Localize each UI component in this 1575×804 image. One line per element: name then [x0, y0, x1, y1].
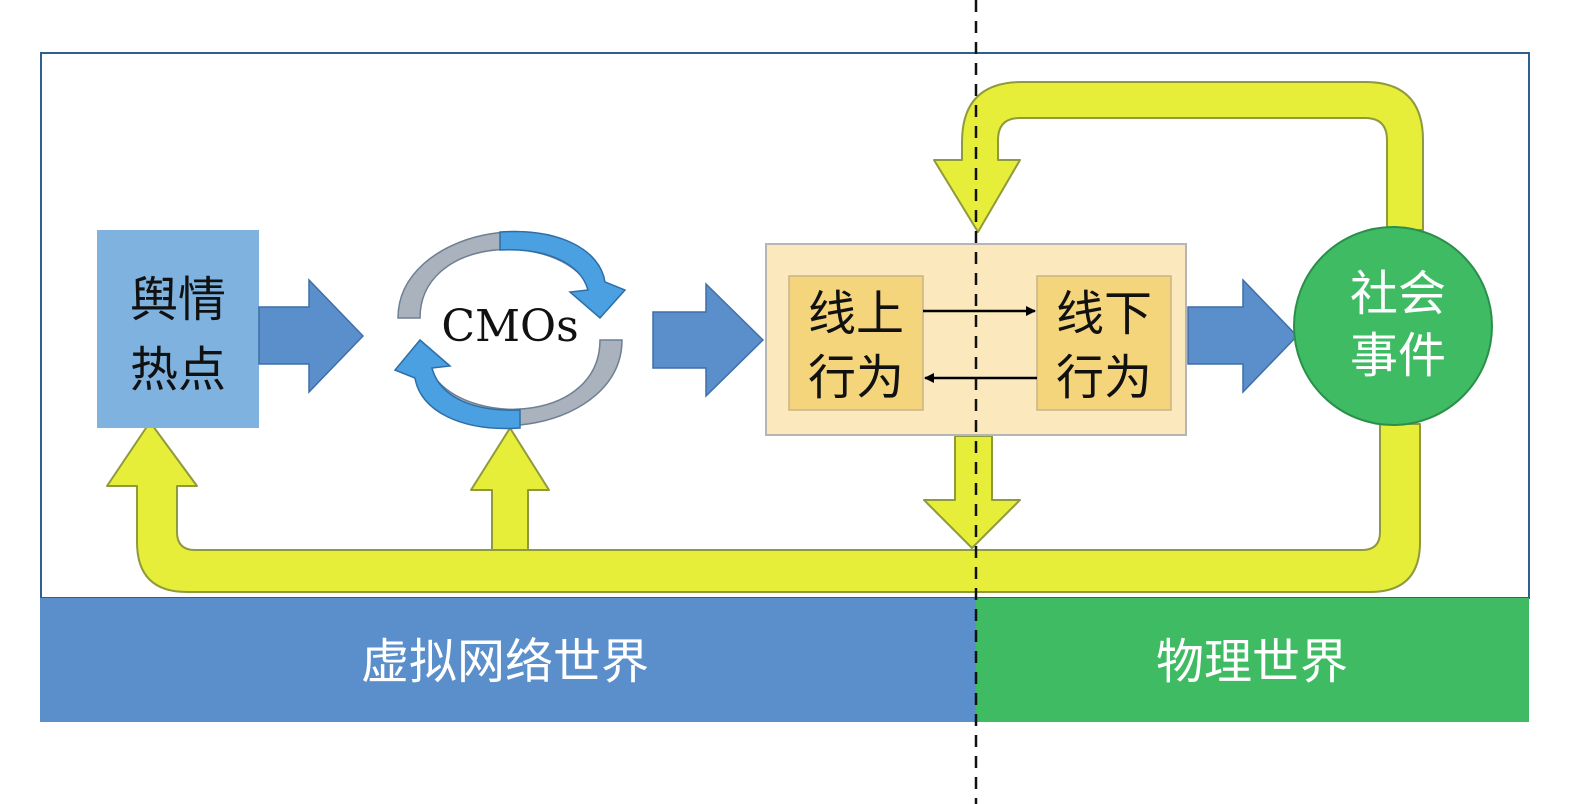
physical-world-band [976, 598, 1529, 722]
offline-behavior-node [1036, 275, 1172, 411]
feedback-arrow-to-cmos [470, 427, 550, 551]
feedback-loop-bottom [106, 421, 1421, 593]
social-event-line1: 社会 [1350, 266, 1446, 322]
behavior-to-loop-arrow [923, 435, 1021, 549]
virtual-world-label: 虚拟网络世界 [361, 634, 649, 690]
online-behavior-line2: 行为 [808, 350, 904, 406]
online-behavior-node [788, 275, 924, 411]
physical-world-label: 物理世界 [1156, 634, 1348, 690]
flow-arrow-1 [258, 278, 365, 394]
offline-behavior-line2: 行为 [1056, 350, 1152, 406]
flow-arrow-2 [652, 282, 765, 398]
online-behavior-line1: 线上 [808, 286, 904, 342]
social-event-line2: 事件 [1350, 328, 1446, 384]
cmos-label: CMOs [441, 301, 578, 352]
social-event-node [1293, 226, 1493, 426]
flow-arrow-3 [1187, 278, 1299, 394]
public-opinion-node [97, 230, 259, 428]
public-opinion-line2: 热点 [130, 342, 226, 398]
virtual-world-band [40, 598, 976, 722]
cmos-cycle-icon [393, 230, 627, 430]
public-opinion-line1: 舆情 [130, 272, 226, 328]
offline-behavior-line1: 线下 [1056, 286, 1152, 342]
feedback-loop-top [933, 81, 1424, 233]
